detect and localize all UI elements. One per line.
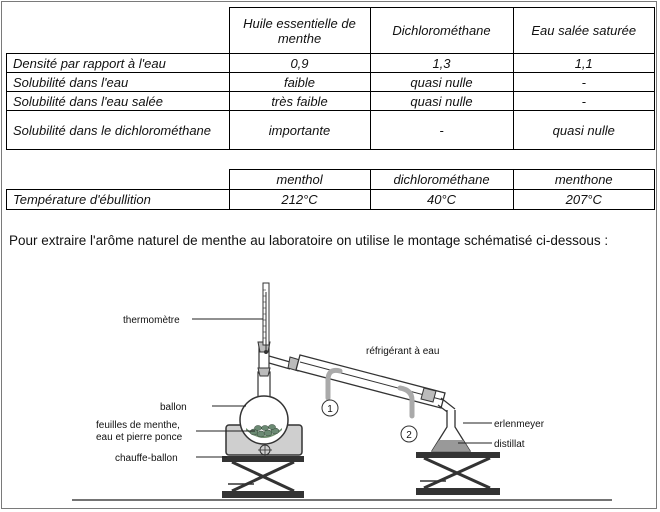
svg-text:1: 1 [327,404,333,415]
label-distillat: distillat [494,439,525,450]
table-cell: 212°C [228,189,371,210]
lab-jack-left [222,456,304,498]
table-cell: - [369,110,514,150]
table-cell: - [512,72,655,92]
table-cell: 40°C [369,189,514,210]
distillation-diagram: 1 2 thermomètre réfrigérant à eau ballon… [72,282,612,501]
table-header-cell [6,169,230,190]
label-leader-lines [192,318,492,458]
table-header-cell: Huile essentielle de menthe [228,7,371,54]
round-bottom-flask [239,371,289,445]
thermometer [262,282,270,354]
svg-text:2: 2 [406,430,412,441]
table-cell: 207°C [512,189,655,210]
table-cell: importante [228,110,371,150]
table-header-cell: Eau salée saturée [512,7,655,54]
table-cell: quasi nulle [512,110,655,150]
condenser [287,354,456,415]
label-thermometre: thermomètre [123,315,180,326]
tube-marker-2: 2 [400,425,418,443]
table-header-cell: Dichlorométhane [369,7,514,54]
water-tube-2 [397,385,415,419]
label-feuilles-line2: eau et pierre ponce [96,432,183,443]
table-header-row: menthol dichlorométhane menthone [6,169,655,190]
table-row: Solubilité dans l'eau faible quasi nulle… [6,72,655,92]
properties-table: Huile essentielle de menthe Dichlorométh… [6,7,655,150]
table-cell: très faible [228,91,371,111]
table-cell: Solubilité dans l'eau salée [6,91,230,111]
table-header-cell: menthone [512,169,655,190]
label-erlenmeyer: erlenmeyer [494,419,545,430]
boiling-point-table: menthol dichlorométhane menthone Tempéra… [6,169,655,210]
tube-marker-1: 1 [321,399,339,417]
intro-paragraph: Pour extraire l'arôme naturel de menthe … [9,233,609,248]
lab-jack-right [416,452,500,495]
table-cell: Température d'ébullition [6,189,230,210]
table-header-cell: menthol [228,169,371,190]
label-chauffe-ballon: chauffe-ballon [115,453,178,464]
table-header-row: Huile essentielle de menthe Dichlorométh… [6,7,655,54]
table-cell: Solubilité dans l'eau [6,72,230,92]
table-row: Densité par rapport à l'eau 0,9 1,3 1,1 [6,53,655,73]
table-cell: faible [228,72,371,92]
table-header-cell: dichlorométhane [369,169,514,190]
label-ballon: ballon [160,402,187,413]
table-row: Solubilité dans l'eau salée très faible … [6,91,655,111]
table-cell: quasi nulle [369,72,514,92]
table-row: Solubilité dans le dichlorométhane impor… [6,110,655,150]
water-tubes [325,367,415,419]
label-refrigerant: réfrigérant à eau [366,346,439,357]
water-tube-1 [325,367,343,401]
label-feuilles-line1: feuilles de menthe, [96,420,180,431]
table-cell: 1,3 [369,53,514,73]
table-cell: Solubilité dans le dichlorométhane [6,110,230,150]
table-cell: Densité par rapport à l'eau [6,53,230,73]
distillation-head [257,341,291,377]
table-cell: 0,9 [228,53,371,73]
table-header-cell [6,7,230,54]
table-cell: - [512,91,655,111]
erlenmeyer-flask [430,410,472,452]
table-cell: 1,1 [512,53,655,73]
table-cell: quasi nulle [369,91,514,111]
table-row: Température d'ébullition 212°C 40°C 207°… [6,189,655,210]
